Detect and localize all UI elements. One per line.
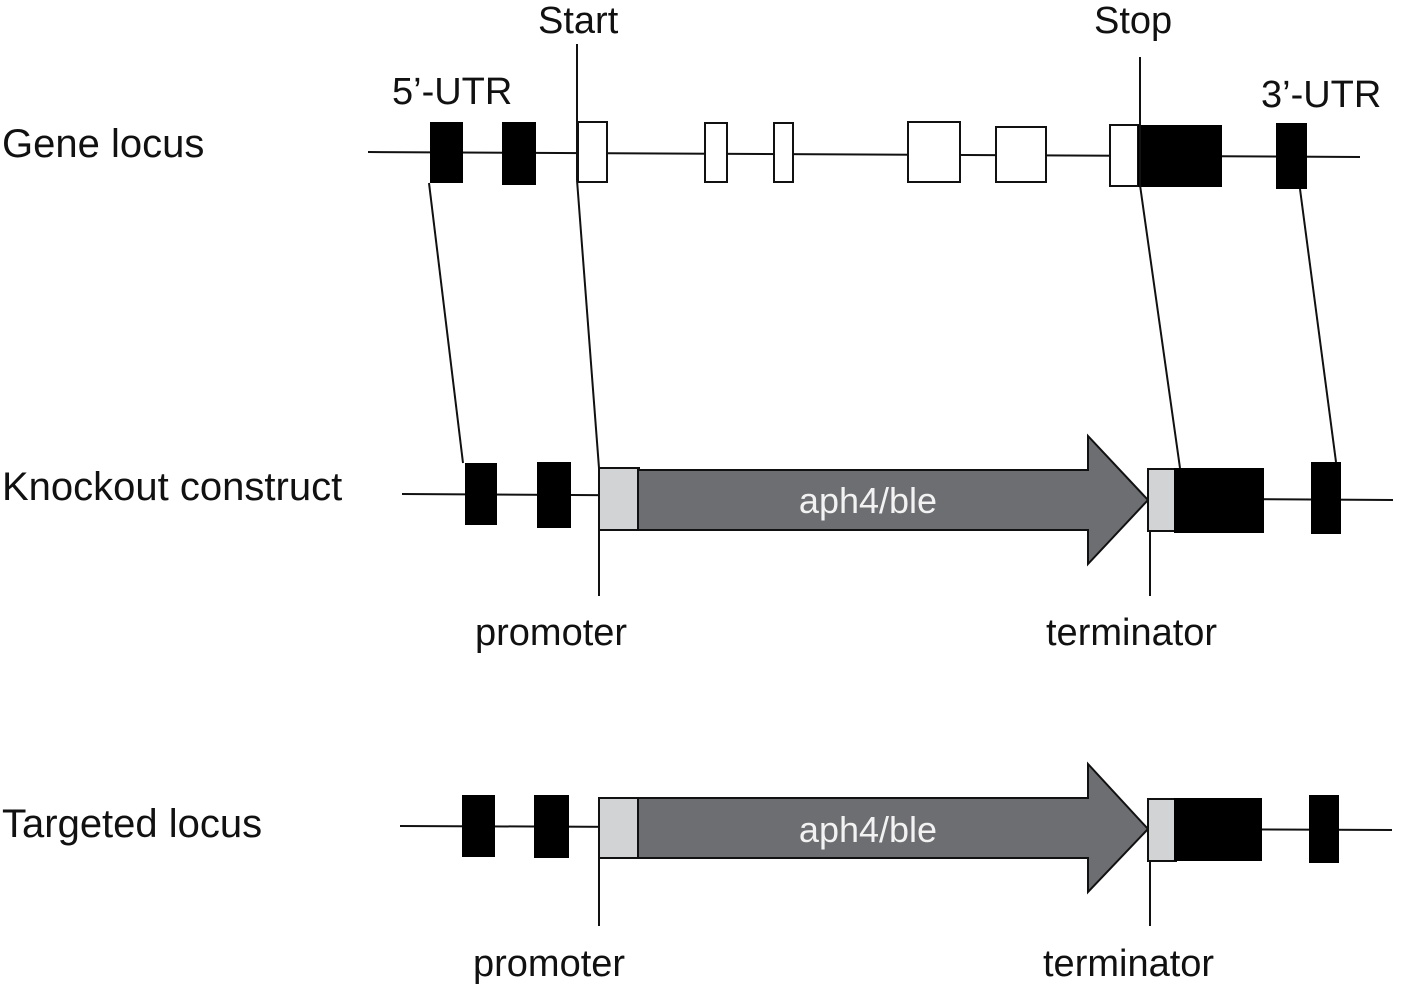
guide-line-stop bbox=[1139, 184, 1181, 469]
targeted-promoter-block bbox=[598, 797, 640, 859]
start-label: Start bbox=[538, 0, 619, 42]
guide-line-5utr bbox=[428, 182, 464, 464]
targeted-gene-name: aph4/ble bbox=[799, 809, 937, 850]
construct-promoter-label: promoter bbox=[475, 612, 627, 654]
coding-exon-1 bbox=[577, 121, 608, 183]
construct-terminator-block bbox=[1147, 468, 1177, 532]
targeted-5utr-exon-2 bbox=[534, 795, 569, 858]
targeted-3utr-exon-1 bbox=[1174, 798, 1262, 861]
targeted-3utr-exon-2 bbox=[1309, 795, 1339, 863]
gene-locus-row bbox=[367, 44, 1361, 189]
utr5-label: 5’-UTR bbox=[392, 71, 512, 113]
construct-promoter-block bbox=[598, 467, 640, 531]
utr3-exon-1 bbox=[1138, 125, 1222, 187]
recombination-guide-lines bbox=[428, 179, 1337, 469]
targeted-5utr-exon-1 bbox=[462, 795, 495, 857]
coding-exon-5 bbox=[995, 126, 1047, 183]
targeted-locus-row: aph4/ble bbox=[399, 761, 1393, 926]
targeted-promoter-label: promoter bbox=[473, 943, 625, 985]
coding-exon-4 bbox=[907, 121, 961, 183]
construct-3utr-exon-2 bbox=[1311, 462, 1341, 534]
targeted-terminator-label: terminator bbox=[1043, 943, 1214, 985]
gene-locus-label: Gene locus bbox=[2, 122, 204, 166]
knockout-construct-row: aph4/ble bbox=[401, 433, 1394, 596]
targeted-locus-label: Targeted locus bbox=[2, 802, 262, 846]
coding-exon-3 bbox=[773, 122, 794, 183]
coding-exon-6 bbox=[1109, 124, 1139, 187]
construct-cassette-arrow bbox=[637, 433, 1150, 567]
utr5-exon-1 bbox=[430, 122, 463, 183]
utr3-label: 3’-UTR bbox=[1261, 74, 1381, 116]
construct-3utr-exon-1 bbox=[1174, 468, 1264, 533]
guide-line-3utr bbox=[1299, 188, 1337, 463]
utr3-exon-2 bbox=[1276, 123, 1307, 189]
coding-exon-2 bbox=[704, 122, 728, 183]
targeted-cassette-arrow bbox=[637, 761, 1150, 895]
stop-label: Stop bbox=[1094, 0, 1172, 42]
knockout-construct-label: Knockout construct bbox=[2, 465, 342, 509]
guide-line-start bbox=[576, 179, 600, 469]
targeted-terminator-block bbox=[1147, 798, 1177, 862]
construct-5utr-exon-2 bbox=[537, 462, 571, 528]
utr5-exon-2 bbox=[502, 122, 536, 185]
construct-gene-name: aph4/ble bbox=[799, 480, 937, 521]
construct-5utr-exon-1 bbox=[465, 463, 497, 525]
construct-terminator-label: terminator bbox=[1046, 612, 1217, 654]
